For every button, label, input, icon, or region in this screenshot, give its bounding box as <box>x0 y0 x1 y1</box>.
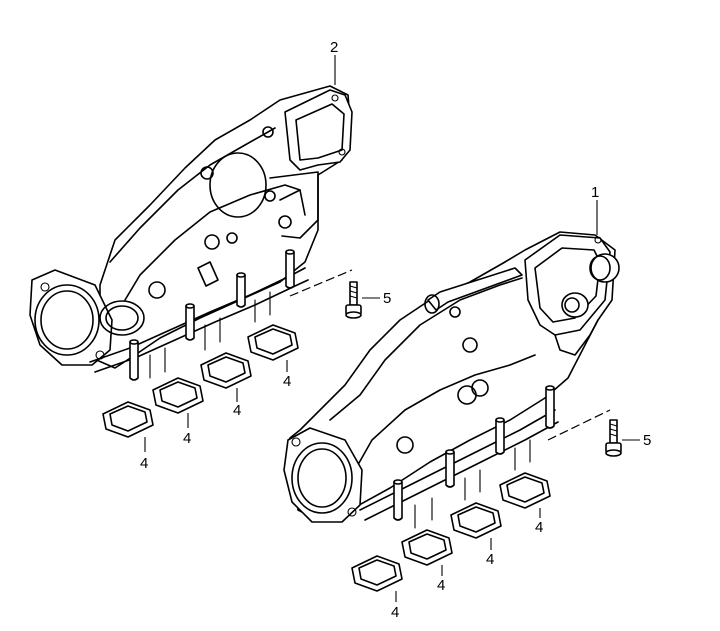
callout-5-left: 5 <box>383 290 391 307</box>
dowel-pins-left <box>129 249 295 381</box>
bolt-right <box>605 419 622 457</box>
callout-4-right-d: 4 <box>535 519 543 536</box>
callout-4-left-b: 4 <box>183 430 191 447</box>
leader-lines-right <box>395 200 640 602</box>
callout-4-left-a: 4 <box>140 455 148 472</box>
callout-1: 1 <box>591 184 599 201</box>
gaskets-left <box>102 324 299 438</box>
callout-labels: 2 1 5 5 4 4 4 4 4 4 4 4 <box>140 39 651 621</box>
intake-manifold-right <box>283 231 620 529</box>
dowel-pins-right <box>393 385 555 521</box>
gaskets-right <box>351 472 551 592</box>
callout-4-left-c: 4 <box>233 402 241 419</box>
callout-2: 2 <box>330 39 338 56</box>
callout-4-right-c: 4 <box>486 551 494 568</box>
callout-4-right-a: 4 <box>391 604 399 621</box>
callout-5-right: 5 <box>643 432 651 449</box>
callout-4-left-d: 4 <box>283 373 291 390</box>
bolt-left <box>345 281 362 319</box>
callout-4-right-b: 4 <box>437 577 445 594</box>
leader-lines-left <box>144 55 380 452</box>
intake-manifold-left <box>29 85 353 381</box>
